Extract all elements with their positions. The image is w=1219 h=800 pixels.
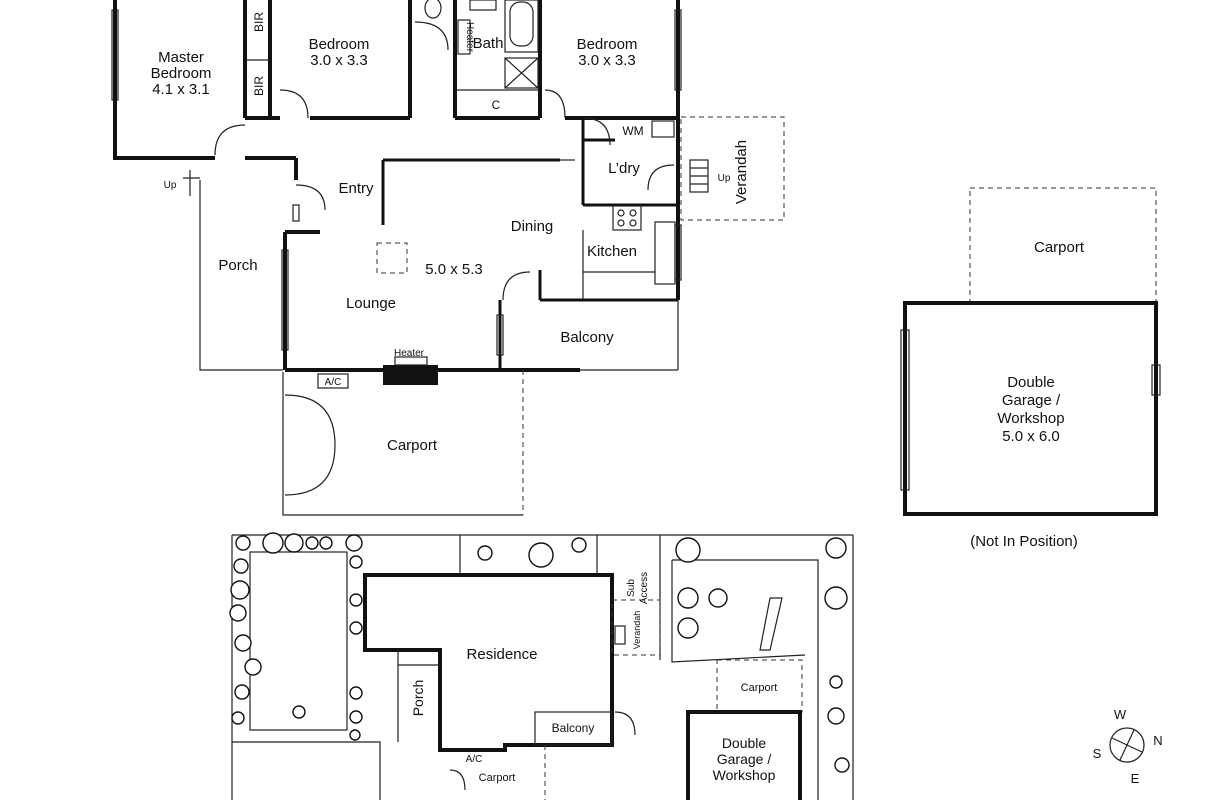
- site-carport: Carport: [479, 772, 516, 784]
- site-labels: Residence Porch Balcony A/C Carport Carp…: [410, 572, 777, 784]
- bath-label: Bath: [473, 35, 504, 52]
- bedroom2-size: 3.0 x 3.3: [578, 52, 636, 69]
- garage-size: 5.0 x 6.0: [1002, 428, 1060, 445]
- master-name2: Bedroom: [151, 65, 212, 82]
- bir-label-2: BIR: [252, 76, 266, 96]
- site-sub: Sub: [626, 579, 637, 597]
- compass: [1109, 727, 1145, 763]
- room-labels: Master Bedroom 4.1 x 3.1 BIR BIR Bedroom…: [151, 12, 1085, 454]
- site-porch: Porch: [410, 680, 426, 717]
- bedroom1-size: 3.0 x 3.3: [310, 52, 368, 69]
- porch-up-label: Up: [164, 180, 177, 191]
- kitchen-label: Kitchen: [587, 243, 637, 260]
- site-verandah: Verandah: [632, 611, 642, 650]
- compass-w: W: [1114, 707, 1127, 722]
- dining-label: Dining: [511, 218, 554, 235]
- ac-label: A/C: [325, 377, 342, 388]
- garage-line3: Workshop: [997, 410, 1064, 427]
- bir-label-1: BIR: [252, 12, 266, 32]
- master-bedroom-wall: [113, 0, 215, 160]
- porch-label: Porch: [218, 257, 257, 274]
- carport2-label: Carport: [1034, 239, 1085, 256]
- master-name: Master: [158, 49, 204, 66]
- compass-s: S: [1093, 746, 1102, 761]
- garage-note: (Not In Position): [970, 533, 1078, 550]
- site-garage-l2: Garage /: [717, 751, 772, 767]
- verandah-label: Verandah: [733, 140, 750, 204]
- garage-labels: Double Garage / Workshop 5.0 x 6.0 (Not …: [970, 374, 1078, 550]
- compass-labels: W N S E: [1093, 707, 1163, 786]
- garage-line1: Double: [1007, 374, 1055, 391]
- site-garage-l3: Workshop: [713, 767, 776, 783]
- bedroom1-name: Bedroom: [309, 36, 370, 53]
- site-garage-l1: Double: [722, 735, 767, 751]
- trees: [229, 532, 850, 773]
- garage-line2: Garage /: [1002, 392, 1061, 409]
- compass-n: N: [1153, 733, 1162, 748]
- master-size: 4.1 x 3.1: [152, 81, 210, 98]
- site-balcony: Balcony: [552, 721, 595, 735]
- site-plan: [229, 532, 854, 800]
- site-access: Access: [639, 572, 650, 604]
- wm-label: WM: [622, 124, 643, 138]
- carport-label: Carport: [387, 437, 438, 454]
- lounge-size: 5.0 x 5.3: [425, 261, 483, 278]
- garage-plan: [900, 187, 1161, 516]
- main-plan-walls: [111, 0, 785, 516]
- balcony-label: Balcony: [560, 329, 614, 346]
- heater-label: Heater: [394, 348, 425, 359]
- entry-label: Entry: [338, 180, 374, 197]
- bedroom2-name: Bedroom: [577, 36, 638, 53]
- lounge-label: Lounge: [346, 295, 396, 312]
- cupboard-label: C: [492, 98, 501, 112]
- bath-heater-label: Heater: [464, 22, 475, 53]
- laundry-label: L’dry: [608, 160, 640, 177]
- site-residence: Residence: [467, 646, 538, 663]
- site-carport-top: Carport: [741, 682, 778, 694]
- compass-e: E: [1131, 771, 1140, 786]
- verandah-up-label: Up: [718, 173, 731, 184]
- site-ac: A/C: [466, 754, 483, 765]
